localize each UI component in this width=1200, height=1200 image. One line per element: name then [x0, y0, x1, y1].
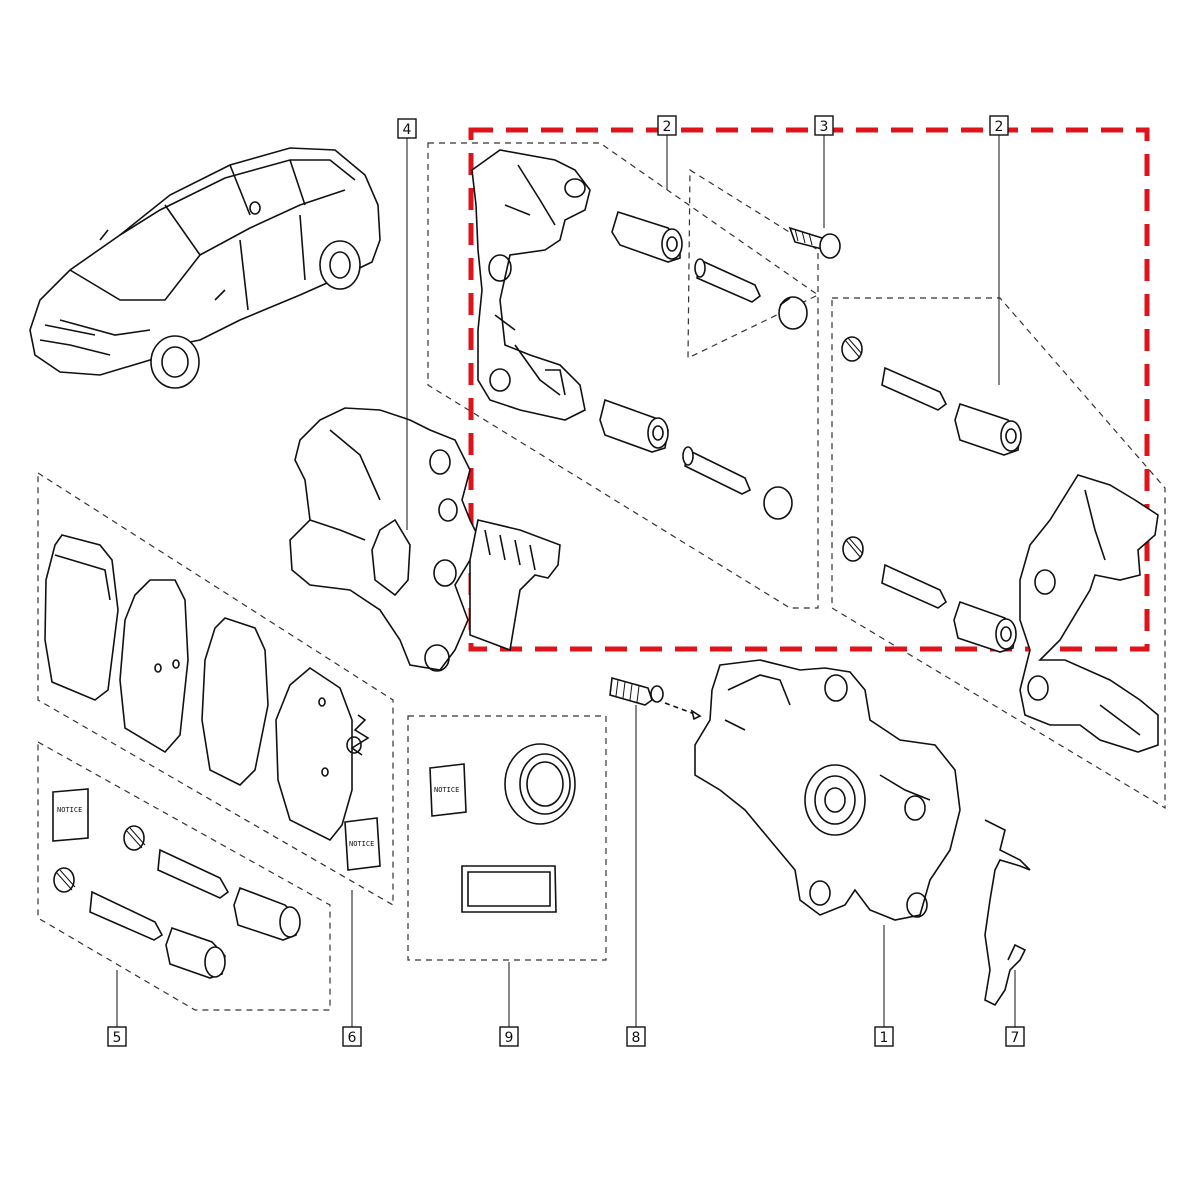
brake-caliper-upper: [289, 407, 561, 672]
svg-text:NOTICE: NOTICE: [349, 840, 374, 848]
svg-text:2: 2: [663, 119, 672, 135]
svg-text:9: 9: [505, 1030, 514, 1046]
svg-text:5: 5: [113, 1030, 122, 1046]
group-box-pins: [37, 740, 331, 1011]
svg-text:8: 8: [632, 1030, 641, 1046]
callout-4: 4: [397, 118, 417, 139]
guide-bush-lower: [599, 398, 669, 453]
callout-6: 6: [342, 1026, 362, 1047]
guide-pin-lower: [682, 446, 752, 495]
carrier-bracket-upper: [471, 149, 591, 421]
notice-leaflet-icon: NOTICE NOTICE NOTICE: [52, 763, 467, 871]
callout-5: 5: [107, 1026, 127, 1047]
callout-7: 7: [1005, 1026, 1025, 1047]
svg-text:6: 6: [348, 1030, 357, 1046]
callout-3: 3: [814, 115, 834, 136]
brake-pads: [44, 534, 370, 842]
callout-9: 9: [499, 1026, 519, 1047]
svg-text:1: 1: [880, 1030, 889, 1046]
bleed-screw: [609, 676, 702, 721]
group-box-carrier-right: [831, 297, 1166, 810]
callout-2-right: 2: [989, 115, 1009, 136]
brake-caliper-lower: [694, 659, 961, 921]
carrier-bracket-right: [1019, 474, 1159, 753]
group-box-seal-kit: [407, 715, 607, 961]
guide-pins-lower-kit: [53, 825, 301, 979]
grease-sachet: [461, 865, 557, 913]
svg-text:NOTICE: NOTICE: [57, 806, 82, 814]
car-icon: [29, 147, 381, 389]
right-kit-parts: [841, 336, 1022, 653]
svg-text:NOTICE: NOTICE: [434, 786, 459, 794]
dust-cap-upper: [778, 296, 808, 330]
svg-text:7: 7: [1011, 1030, 1020, 1046]
callout-2-upper: 2: [657, 115, 677, 136]
group-box-pads: [37, 471, 394, 907]
piston-seal: [504, 743, 576, 825]
callout-1: 1: [874, 1026, 894, 1047]
svg-text:4: 4: [403, 122, 412, 138]
group-box-carrier-upper: [427, 142, 819, 609]
group-box-guide-kit: [687, 168, 819, 359]
dust-cap-lower: [763, 486, 793, 520]
leader-lines: [116, 135, 1016, 1029]
svg-text:3: 3: [820, 119, 829, 135]
svg-text:2: 2: [995, 119, 1004, 135]
anti-rattle-spring: [984, 819, 1031, 1007]
guide-bush-upper: [611, 210, 683, 263]
bolt-3: [788, 226, 841, 259]
callout-8: 8: [626, 1026, 646, 1047]
guide-pin-upper: [694, 258, 761, 303]
